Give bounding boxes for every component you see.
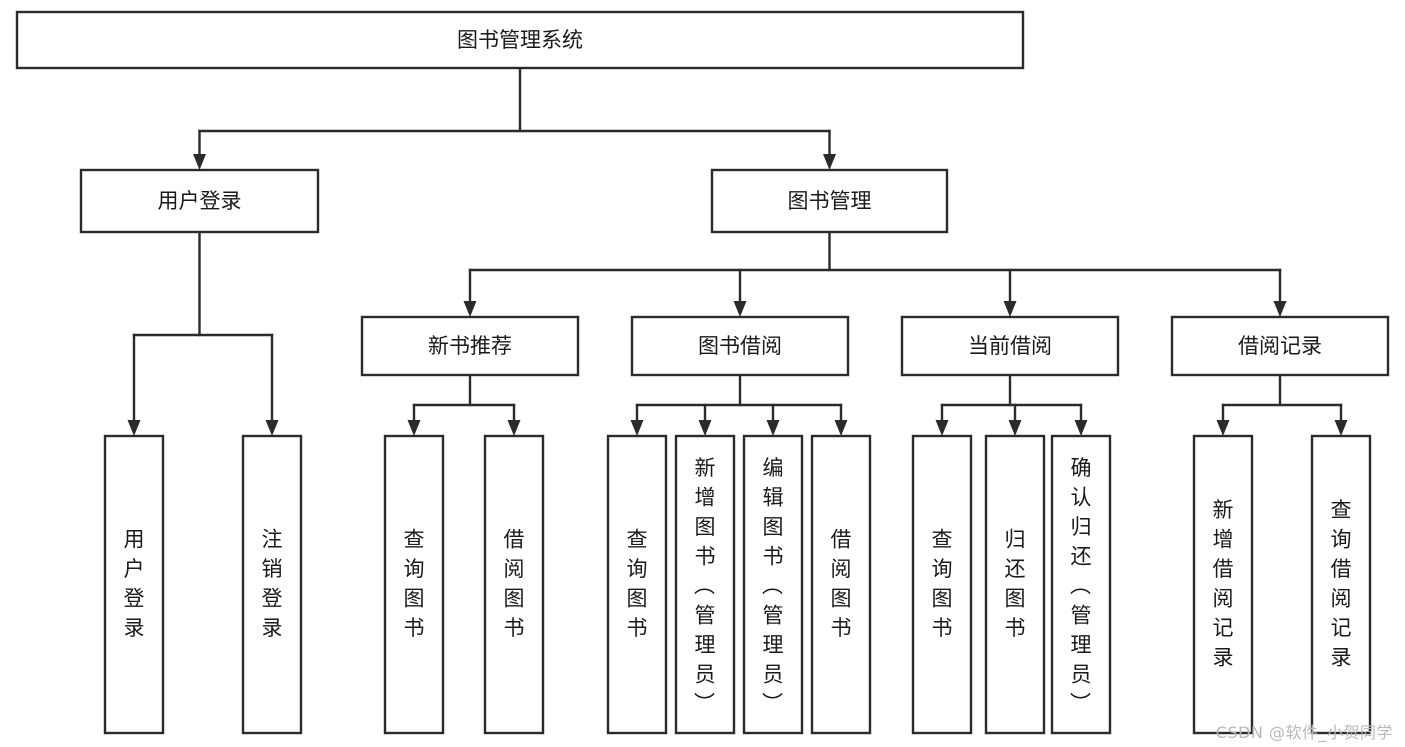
node-book-manage[interactable]: 图书管理 (710, 168, 949, 234)
node-leaf-borrow-book-rec[interactable]: 借阅图书 (483, 434, 545, 735)
arrowhead-leaf-confirm-return (1074, 420, 1088, 436)
node-leaf-edit-book[interactable]: 编辑图书（管理员） (742, 434, 804, 735)
node-leaf-confirm-return[interactable]: 确认归还（管理员） (1050, 434, 1112, 735)
node-box-leaf-borrow-book-rec (483, 434, 545, 735)
node-label-root: 图书管理系统 (457, 28, 583, 52)
node-box-user-login (79, 168, 320, 234)
arrowhead-leaf-return-book (1008, 420, 1022, 436)
node-label-borrow-record: 借阅记录 (1238, 334, 1322, 358)
node-box-leaf-add-record (1192, 434, 1254, 735)
arrowhead-leaf-add-record (1216, 420, 1230, 436)
arrowhead-leaf-query-book-cur (935, 420, 949, 436)
node-label-new-book-rec: 新书推荐 (428, 334, 512, 358)
node-leaf-query-book-rec[interactable]: 查询图书 (383, 434, 445, 735)
arrowhead-user-login (193, 154, 206, 170)
node-box-leaf-query-book-rec (383, 434, 445, 735)
arrowhead-new-book-rec (463, 301, 477, 317)
node-new-book-rec[interactable]: 新书推荐 (360, 315, 580, 377)
arrowhead-current-borrow (1003, 301, 1017, 317)
node-label-user-login: 用户登录 (158, 189, 242, 213)
node-label-leaf-user-logout: 注销登录 (262, 528, 283, 641)
node-root[interactable]: 图书管理系统 (15, 10, 1025, 70)
node-leaf-borrow-book[interactable]: 借阅图书 (810, 434, 872, 735)
node-leaf-add-record[interactable]: 新增借阅记录 (1192, 434, 1254, 735)
arrowhead-leaf-add-book (698, 420, 712, 436)
node-leaf-user-login[interactable]: 用户登录 (103, 434, 165, 735)
node-box-leaf-add-book (674, 434, 736, 735)
connector-layer (127, 66, 1348, 436)
arrowhead-book-manage (823, 154, 836, 170)
node-current-borrow[interactable]: 当前借阅 (900, 315, 1120, 377)
node-box-leaf-return-book (984, 434, 1046, 735)
node-box-leaf-confirm-return (1050, 434, 1112, 735)
arrowhead-leaf-user-logout (265, 420, 279, 436)
node-leaf-add-book[interactable]: 新增图书（管理员） (674, 434, 736, 735)
arrowhead-leaf-borrow-book-rec (507, 420, 521, 436)
arrowhead-leaf-borrow-book (834, 420, 848, 436)
node-box-book-manage (710, 168, 949, 234)
node-box-new-book-rec (360, 315, 580, 377)
node-label-leaf-add-book: 新增图书（管理员） (694, 456, 716, 716)
node-box-borrow-record (1170, 315, 1390, 377)
node-box-leaf-edit-book (742, 434, 804, 735)
node-label-leaf-query-book-cur: 查询图书 (932, 528, 953, 641)
node-borrow-record[interactable]: 借阅记录 (1170, 315, 1390, 377)
node-box-leaf-query-record (1310, 434, 1372, 735)
node-label-leaf-confirm-return: 确认归还（管理员） (1070, 456, 1092, 716)
node-box-leaf-user-login (103, 434, 165, 735)
node-box-current-borrow (900, 315, 1120, 377)
arrowhead-book-borrow (733, 301, 747, 317)
node-label-current-borrow: 当前借阅 (968, 334, 1052, 358)
node-label-leaf-user-login: 用户登录 (124, 528, 145, 641)
node-label-leaf-add-record: 新增借阅记录 (1213, 498, 1234, 670)
node-label-leaf-query-record: 查询借阅记录 (1331, 498, 1352, 670)
node-leaf-query-record[interactable]: 查询借阅记录 (1310, 434, 1372, 735)
node-box-book-borrow (630, 315, 850, 377)
arrowhead-leaf-user-login (127, 420, 141, 436)
node-label-leaf-query-book-borrow: 查询图书 (627, 528, 648, 641)
arrowhead-borrow-record (1273, 301, 1287, 317)
node-user-login[interactable]: 用户登录 (79, 168, 320, 234)
node-leaf-return-book[interactable]: 归还图书 (984, 434, 1046, 735)
watermark-label: CSDN @软件_小贺同学 (1215, 723, 1393, 742)
node-box-leaf-query-book-borrow (606, 434, 668, 735)
node-leaf-query-book-borrow[interactable]: 查询图书 (606, 434, 668, 735)
node-box-root (15, 10, 1025, 70)
node-book-borrow[interactable]: 图书借阅 (630, 315, 850, 377)
arrowhead-leaf-query-book-rec (407, 420, 421, 436)
arrowhead-leaf-edit-book (766, 420, 780, 436)
node-box-leaf-user-logout (241, 434, 303, 735)
node-label-leaf-return-book: 归还图书 (1005, 528, 1026, 641)
node-label-leaf-edit-book: 编辑图书（管理员） (762, 456, 784, 716)
node-leaf-query-book-cur[interactable]: 查询图书 (911, 434, 973, 735)
node-label-leaf-query-book-rec: 查询图书 (404, 528, 425, 641)
arrowhead-leaf-query-book-borrow (630, 420, 644, 436)
node-label-leaf-borrow-book-rec: 借阅图书 (504, 528, 525, 641)
arrowhead-leaf-query-record (1334, 420, 1348, 436)
node-label-book-borrow: 图书借阅 (698, 334, 782, 358)
node-box-leaf-borrow-book (810, 434, 872, 735)
node-layer: 图书管理系统用户登录图书管理新书推荐图书借阅当前借阅借阅记录用户登录注销登录查询… (15, 10, 1390, 735)
node-label-leaf-borrow-book: 借阅图书 (831, 528, 852, 641)
node-box-leaf-query-book-cur (911, 434, 973, 735)
node-leaf-user-logout[interactable]: 注销登录 (241, 434, 303, 735)
node-label-book-manage: 图书管理 (788, 189, 872, 213)
